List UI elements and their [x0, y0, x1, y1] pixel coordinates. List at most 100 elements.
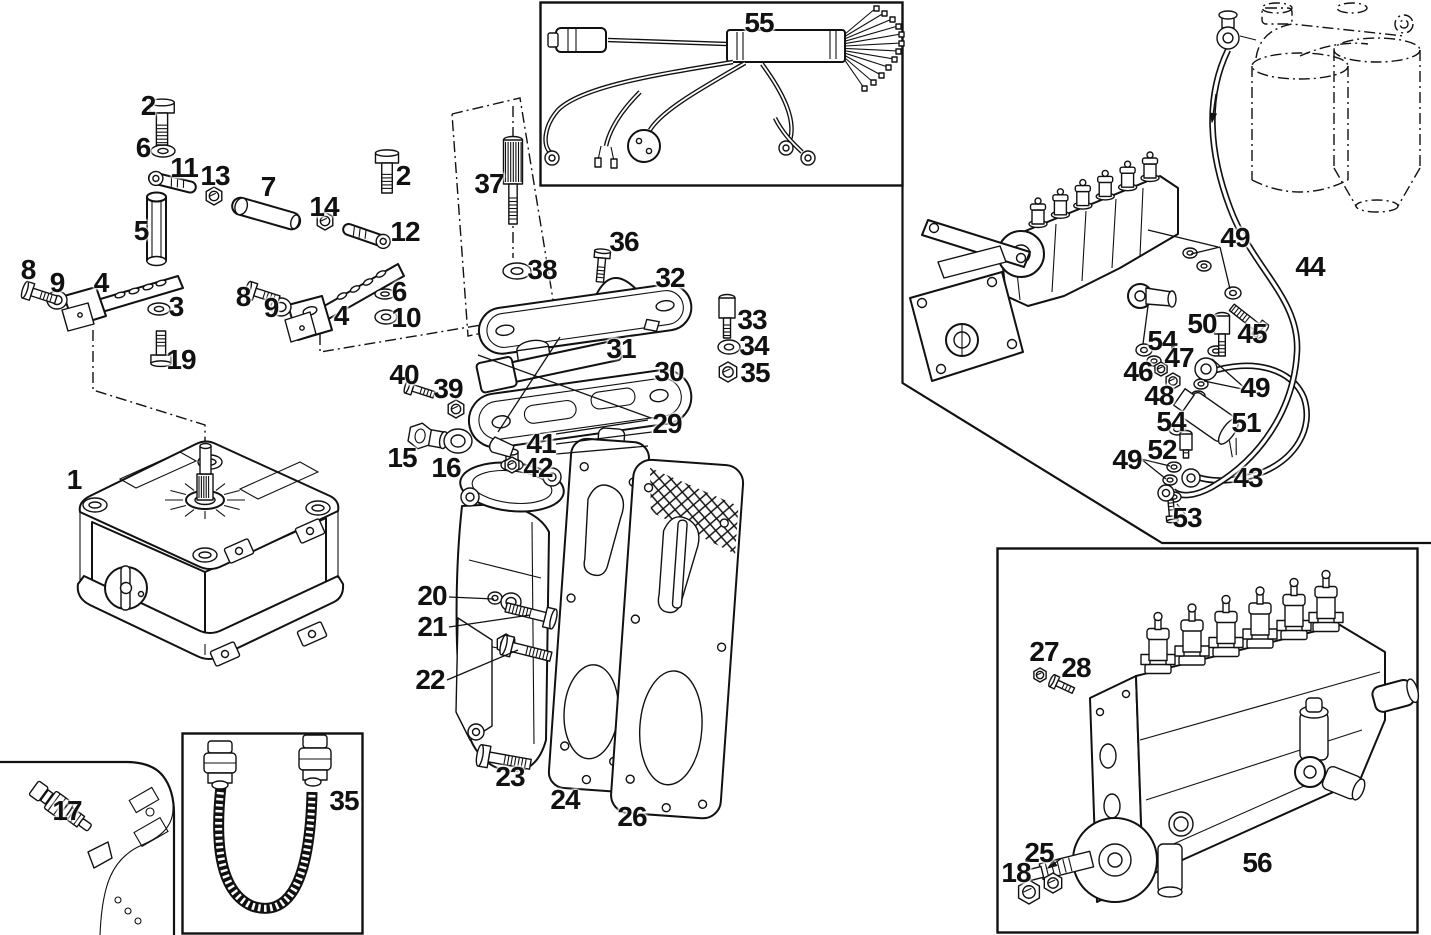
harness-wire — [844, 10, 888, 37]
bolt-icon — [475, 744, 532, 770]
callout-30: 30 — [654, 356, 684, 387]
pump-fitting — [1073, 178, 1093, 210]
washer-icon — [374, 288, 396, 300]
washer-icon — [1135, 343, 1153, 357]
screw-icon — [718, 293, 736, 339]
nut-icon — [447, 399, 465, 419]
ring-washer-icon — [443, 428, 473, 454]
callout-33: 33 — [737, 304, 767, 335]
callout-36: 36 — [609, 226, 639, 257]
callout-14: 14 — [309, 191, 339, 222]
harness-wire — [844, 52, 892, 71]
callout-17: 17 — [52, 795, 82, 826]
callout-45: 45 — [1237, 318, 1267, 349]
callout-40: 40 — [389, 359, 419, 390]
banjo-fitting-icon — [1157, 484, 1175, 502]
callout-49: 49 — [1220, 222, 1250, 253]
washer-icon — [374, 309, 398, 325]
callout-24: 24 — [550, 784, 580, 815]
washer-icon — [1224, 286, 1242, 300]
assembled-pump-governor — [909, 151, 1179, 382]
callout-28: 28 — [1061, 652, 1091, 683]
callout-31: 31 — [606, 333, 636, 364]
bolt-icon — [1228, 303, 1270, 340]
callout-54: 54 — [1156, 406, 1186, 437]
callout-44: 44 — [1295, 251, 1325, 282]
washer-icon — [1196, 260, 1212, 272]
nut-icon — [1033, 667, 1047, 683]
delivery-valve-holder — [1276, 577, 1312, 641]
phantom-guides — [92, 97, 557, 452]
callout-18: 18 — [1001, 857, 1031, 888]
bolt-icon — [403, 378, 436, 399]
harness-wire — [844, 47, 902, 55]
callout-22: 22 — [415, 664, 445, 695]
callout-54: 54 — [1147, 325, 1177, 356]
gasket-30 — [467, 368, 693, 449]
washer-icon — [1162, 474, 1178, 486]
crosshatch-area — [649, 467, 739, 554]
jumper-cable — [203, 734, 332, 914]
nut-icon — [316, 211, 334, 231]
nut-icon — [718, 361, 738, 383]
washer-icon — [502, 262, 532, 280]
callout-35: 35 — [329, 785, 359, 816]
nut-icon — [1043, 872, 1063, 894]
callout-16: 16 — [431, 452, 461, 483]
bolt-icon — [1048, 674, 1076, 694]
knurled-pin-icon — [502, 135, 524, 225]
bolt-icon — [374, 149, 400, 194]
banjo-fitting-icon — [1181, 468, 1201, 488]
callout-4: 4 — [333, 300, 350, 331]
callout-43: 43 — [1233, 462, 1263, 493]
shaft-splines — [198, 476, 210, 498]
callout-7: 7 — [260, 171, 277, 202]
callout-9: 9 — [263, 292, 280, 323]
pump-fitting — [1050, 188, 1071, 220]
callout-5: 5 — [133, 215, 150, 246]
callout-2: 2 — [140, 90, 157, 121]
stop-plate-31 — [475, 339, 623, 394]
solenoid-valve-51 — [1172, 388, 1240, 458]
harness-wire — [844, 60, 868, 92]
hardware-fasteners — [20, 26, 1270, 905]
mounting-bracket-4-left — [61, 275, 184, 332]
delivery-valve-holder — [1308, 569, 1344, 633]
leader-lines — [446, 93, 1248, 869]
linkage-small-parts — [61, 170, 515, 458]
callout-13: 13 — [200, 160, 230, 191]
mounting-bracket-4-right — [284, 263, 405, 343]
callout-49: 49 — [1112, 444, 1142, 475]
harness-wire — [844, 5, 880, 35]
callout-51: 51 — [1231, 407, 1261, 438]
bolt-icon — [149, 98, 175, 146]
callout-37: 37 — [474, 168, 504, 199]
callout-55: 55 — [744, 7, 774, 38]
harness-branch-wires — [844, 5, 905, 92]
injection-pump-56 — [1027, 569, 1420, 903]
callout-53: 53 — [1172, 502, 1202, 533]
callout-27: 27 — [1029, 636, 1059, 667]
pump-fitting — [1117, 160, 1138, 192]
nut-icon — [205, 186, 223, 206]
callout-26: 26 — [617, 801, 647, 832]
lever-11 — [147, 170, 197, 194]
callout-19: 19 — [166, 344, 196, 375]
callout-32: 32 — [655, 262, 685, 293]
nut-icon — [504, 456, 520, 474]
harness-wire — [844, 40, 905, 47]
harness-wire — [844, 57, 877, 86]
callout-2: 2 — [395, 160, 412, 191]
pump-fitting — [1028, 197, 1048, 229]
bolt-icon — [1165, 499, 1179, 524]
callout-35: 35 — [740, 357, 770, 388]
callout-3: 3 — [168, 291, 185, 322]
callout-47: 47 — [1164, 342, 1194, 373]
nut-icon — [1017, 879, 1041, 905]
callout-9: 9 — [49, 267, 66, 298]
callout-15: 15 — [387, 442, 417, 473]
banjo-fitting-icon — [1216, 26, 1240, 50]
